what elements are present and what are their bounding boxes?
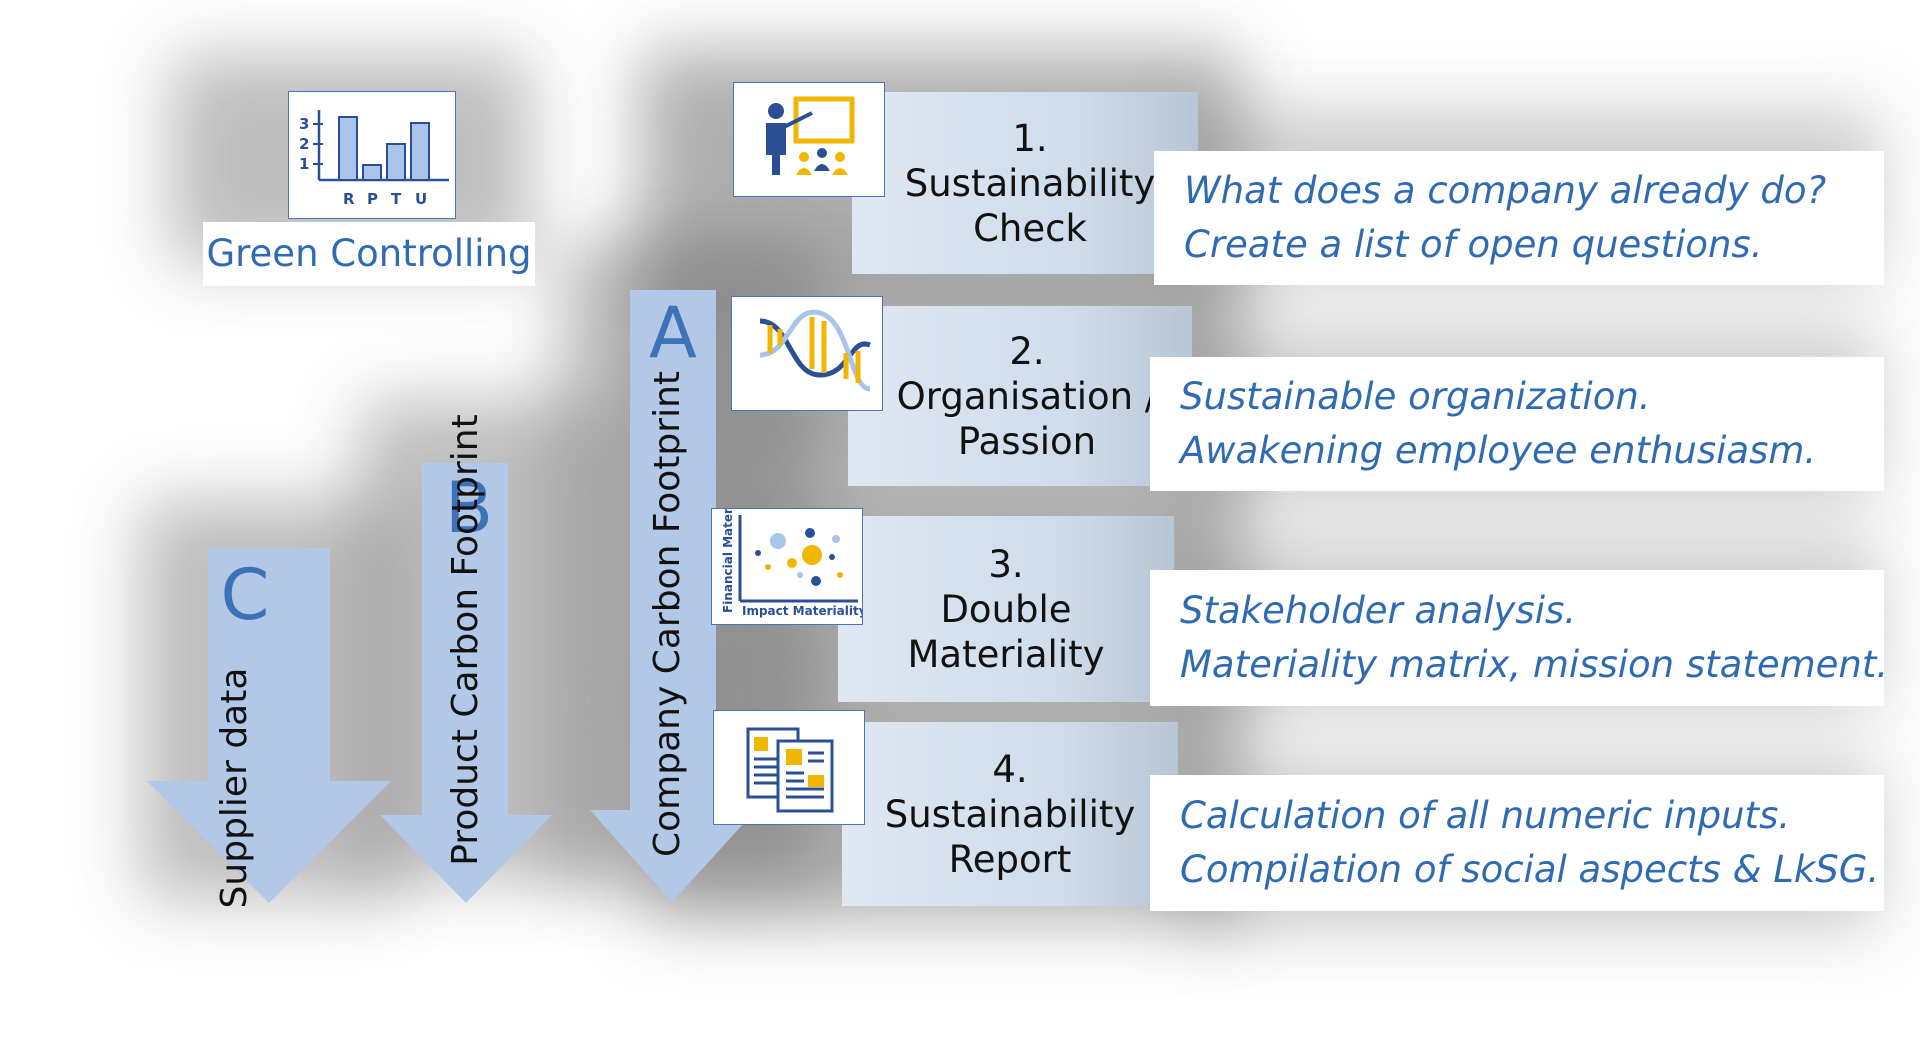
- axis-number: 1: [299, 155, 309, 173]
- bar-chart-icon: 3 2 1 R P T U: [299, 110, 449, 208]
- step-2-description: Sustainable organization. Awakening empl…: [1150, 357, 1884, 491]
- matrix-axis-label: Impact Materiality: [742, 604, 862, 618]
- logo-letter: T: [391, 190, 402, 208]
- logo-letter: U: [415, 190, 427, 208]
- desc-line: Compilation of social aspects & LkSG.: [1180, 848, 1880, 891]
- step-1-description: What does a company already do? Create a…: [1154, 151, 1884, 285]
- green-controlling-logo: 3 2 1 R P T U: [288, 91, 456, 219]
- step-3-description: Stakeholder analysis. Materiality matrix…: [1150, 570, 1889, 706]
- step-2-box: 2. Organisation / Passion: [848, 306, 1192, 486]
- axis-number: 2: [299, 135, 309, 153]
- step-4-description: Calculation of all numeric inputs. Compi…: [1150, 775, 1884, 911]
- step-title-line: Passion: [957, 419, 1097, 463]
- step-title-line: Materiality: [907, 632, 1105, 676]
- desc-line: Sustainable organization.: [1180, 375, 1651, 418]
- arrow-letter: A: [649, 292, 697, 374]
- arrow-label: Product Carbon Footprint: [445, 414, 486, 866]
- logo-title: Green Controlling: [203, 222, 535, 286]
- logo-letter: R: [343, 190, 355, 208]
- report-documents-icon: [713, 710, 865, 825]
- step-number: 3.: [988, 542, 1024, 586]
- step-title-line: Check: [973, 206, 1087, 250]
- arrow-b-product-carbon-footprint: B Product Carbon Footprint: [378, 414, 554, 903]
- desc-line: Stakeholder analysis.: [1180, 589, 1577, 632]
- matrix-axis-label: Financial Mater.: [721, 509, 735, 613]
- step-title-line: Sustainability: [884, 792, 1136, 836]
- step-title-line: Sustainability: [904, 161, 1156, 205]
- step-4-box: 4. Sustainability Report: [842, 722, 1178, 906]
- axis-number: 3: [299, 115, 309, 133]
- arrow-letter: B: [444, 467, 494, 549]
- desc-line: Awakening employee enthusiasm.: [1180, 429, 1817, 472]
- desc-line: What does a company already do?: [1184, 169, 1827, 212]
- presentation-icon: [733, 82, 885, 197]
- step-title-line: Organisation /: [896, 374, 1158, 418]
- arrow-label: Company Carbon Footprint: [647, 370, 688, 858]
- desc-line: Create a list of open questions.: [1184, 223, 1763, 266]
- down-arrow-shape: [380, 463, 552, 903]
- step-3-box: 3. Double Materiality: [838, 516, 1174, 702]
- arrow-c-supplier-data: C Supplier data: [145, 548, 395, 908]
- step-number: 1.: [1012, 116, 1048, 160]
- dna-icon: [731, 296, 883, 411]
- arrow-letter: C: [220, 554, 270, 636]
- step-title-line: Report: [948, 837, 1072, 881]
- step-number: 2.: [1009, 329, 1045, 373]
- desc-line: Materiality matrix, mission statement.: [1180, 643, 1889, 686]
- step-1-box: 1. Sustainability Check: [852, 92, 1198, 274]
- down-arrow-shape: [147, 548, 391, 903]
- materiality-matrix-icon: Financial Mater. Impact Materiality: [711, 505, 867, 625]
- desc-line: Calculation of all numeric inputs.: [1180, 794, 1791, 837]
- step-title-line: Double: [940, 587, 1072, 631]
- logo-letter: P: [367, 190, 378, 208]
- arrow-label: Supplier data: [214, 667, 255, 909]
- step-number: 4.: [992, 747, 1028, 791]
